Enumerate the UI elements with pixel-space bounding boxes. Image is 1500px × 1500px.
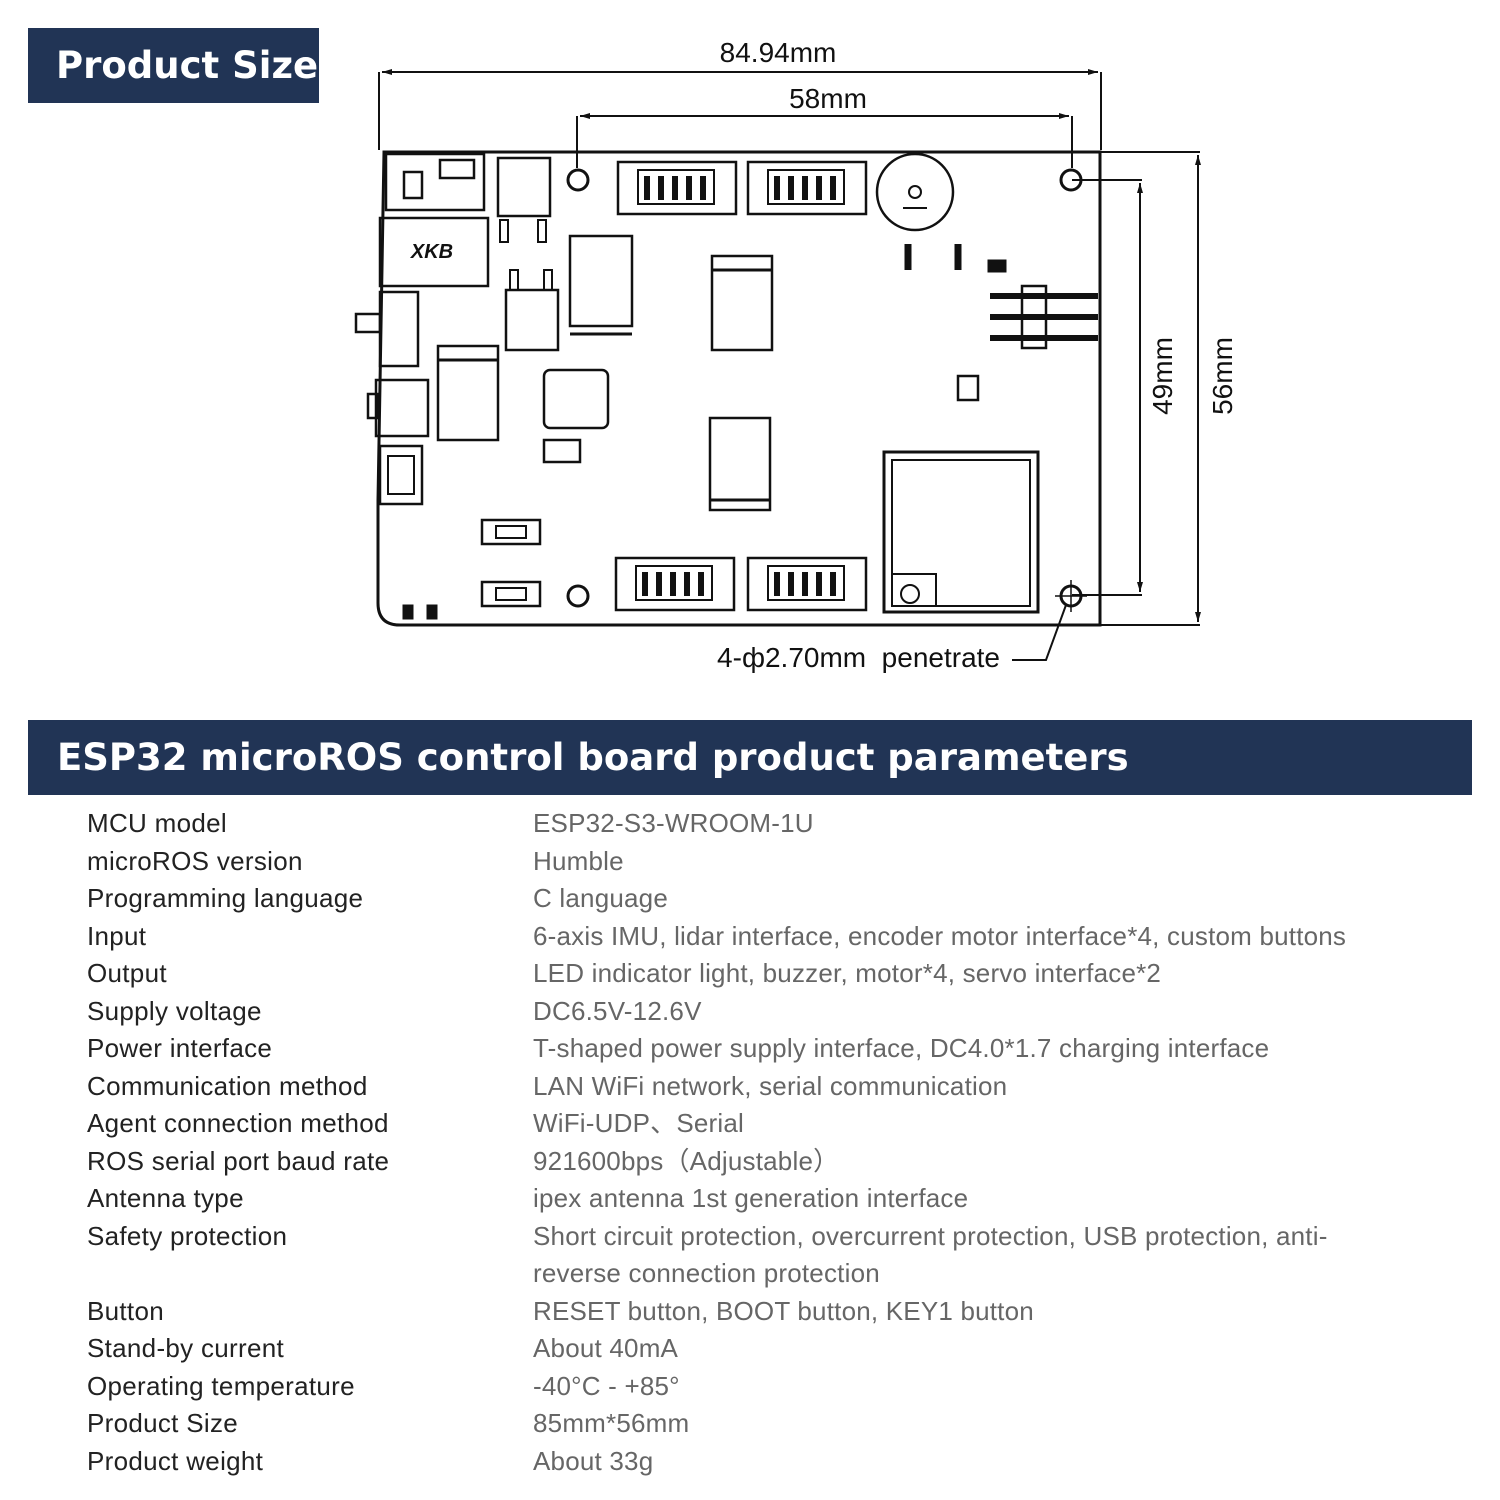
param-label: Stand-by current [87, 1333, 285, 1363]
param-value: Humble [533, 845, 624, 876]
param-row: Power interface T-shaped power supply int… [0, 1030, 1500, 1068]
product-size-title: Product Size [28, 28, 319, 103]
board-outline [376, 150, 1102, 627]
param-value: WiFi-UDP、Serial [533, 1108, 744, 1138]
param-label: Communication method [87, 1070, 368, 1101]
param-value: ESP32-S3-WROOM-1U [533, 808, 814, 838]
parameters-title: ESP32 microROS control board product par… [28, 720, 1472, 795]
parameters-table: MCU model ESP32-S3-WROOM-1U microROS vers… [0, 805, 1500, 1480]
param-row: Supply voltage DC6.5V-12.6V [0, 993, 1500, 1031]
param-value: T-shaped power supply interface, DC4.0*1… [533, 1033, 1270, 1063]
param-row: Agent connection method WiFi-UDP、Serial [0, 1105, 1500, 1143]
param-row: Input 6-axis IMU, lidar interface, encode… [0, 918, 1500, 956]
total-height-label: 56mm [1207, 337, 1238, 415]
param-label: Power interface [87, 1033, 273, 1063]
param-value: C language [533, 883, 668, 913]
param-value: Short circuit protection, overcurrent pr… [533, 1220, 1328, 1289]
param-label: Output [87, 958, 167, 988]
param-value: LED indicator light, buzzer, motor*4, se… [533, 958, 1162, 988]
param-value: ipex antenna 1st generation interface [533, 1183, 969, 1213]
total-width-label: 84.94mm [720, 37, 837, 68]
buzzer [875, 152, 955, 232]
param-label: Product Size [87, 1408, 239, 1438]
param-value: LAN WiFi network, serial communication [533, 1070, 1008, 1101]
param-row: Output LED indicator light, buzzer, motor… [0, 955, 1500, 993]
param-label: Product weight [87, 1445, 264, 1476]
hole-width-label: 58mm [789, 83, 867, 114]
param-row: Communication method LAN WiFi network, se… [0, 1068, 1500, 1106]
param-label: Agent connection method [87, 1108, 389, 1138]
param-row: Product Size 85mm*56mm [0, 1405, 1500, 1443]
param-value: About 33g [533, 1445, 654, 1476]
param-value: -40°C - +85° [533, 1370, 680, 1401]
param-label: Antenna type [87, 1183, 244, 1213]
param-label: MCU model [87, 808, 227, 838]
param-row: Product weight About 33g [0, 1443, 1500, 1481]
param-value: DC6.5V-12.6V [533, 995, 702, 1026]
button-boot [480, 580, 542, 608]
param-label: microROS version [87, 845, 303, 876]
esp32-module [882, 450, 1040, 614]
param-value: About 40mA [533, 1333, 679, 1363]
board-dimension-diagram: XKB 84.94mm 58mm 49mm 56mm 4-ф2.70mm pen… [354, 37, 1238, 673]
param-label: Safety protection [87, 1220, 288, 1251]
silkscreen-label: XKB [410, 241, 453, 263]
param-value: RESET button, BOOT button, KEY1 button [533, 1295, 1034, 1326]
param-label: Button [87, 1295, 164, 1326]
mounting-hole [566, 168, 590, 192]
param-row: microROS version Humble [0, 843, 1500, 881]
param-label: Supply voltage [87, 995, 262, 1026]
param-row: Button RESET button, BOOT button, KEY1 bu… [0, 1293, 1500, 1331]
param-row: MCU model ESP32-S3-WROOM-1U [0, 805, 1500, 843]
param-label: Input [87, 920, 147, 951]
param-label: Operating temperature [87, 1370, 355, 1401]
hole-height-label: 49mm [1147, 337, 1178, 415]
param-row: Operating temperature -40°C - +85° [0, 1368, 1500, 1406]
button-reset [480, 518, 542, 546]
mounting-hole [566, 584, 590, 608]
param-label: ROS serial port baud rate [87, 1145, 390, 1176]
param-row: ROS serial port baud rate 921600bps（Adjus… [0, 1143, 1500, 1181]
param-value: 921600bps（Adjustable） [533, 1145, 840, 1176]
param-row: Programming language C language [0, 880, 1500, 918]
param-row: Antenna type ipex antenna 1st generation … [0, 1180, 1500, 1218]
hole-note-label: 4-ф2.70mm penetrate [717, 642, 1000, 673]
param-row: Stand-by current About 40mA [0, 1330, 1500, 1368]
param-value: 6-axis IMU, lidar interface, encoder mot… [533, 920, 1347, 951]
param-row: Safety protection Short circuit protectio… [0, 1218, 1500, 1293]
param-value: 85mm*56mm [533, 1408, 690, 1438]
param-label: Programming language [87, 883, 364, 913]
mounting-hole [1059, 168, 1083, 192]
